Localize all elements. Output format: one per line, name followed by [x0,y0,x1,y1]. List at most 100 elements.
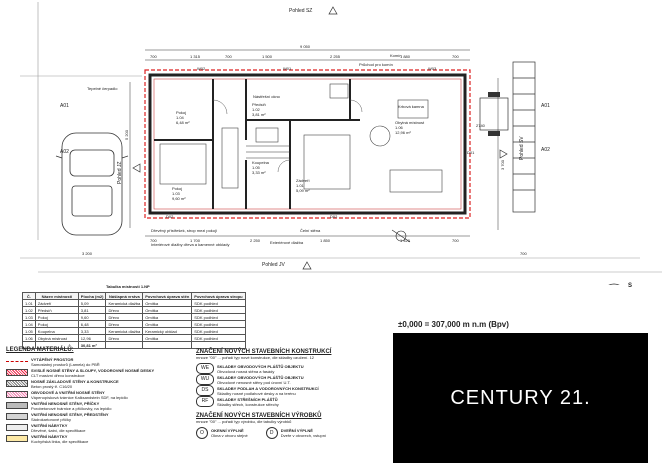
section-mark-a01-left: A01 [60,103,69,109]
table-cell: Omítka [142,313,193,321]
table-cell: Koupelna [34,327,79,335]
legend-swatch [6,424,28,431]
product-code: O [196,426,208,439]
dimension-top-2: 1 315 [190,54,201,59]
plan-note: Průchod pro komín [359,62,393,67]
table-header: Povrchová úprava stěn [142,292,193,300]
view-label-south: Pohled JV [262,262,285,268]
table-cell: Pokoj [34,320,79,328]
dimension-bottom-2: 1 700 [190,238,201,243]
dimension-bottom-right: 700 [520,251,527,256]
table-cell: Keramická dlažba [105,327,144,335]
door-label: D02 [330,214,338,219]
table-cell: Pokoj [34,313,79,321]
view-label-east: Pohled SV [519,136,525,160]
section-mark-a02-left: A02 [60,149,69,155]
table-cell: 1.03 [22,313,36,321]
legend-swatch [6,435,28,442]
room-tag-pokoj-1-03: Pokoj 1.03 9,60 m² [172,186,186,201]
table-cell: 1.06 [22,334,36,342]
plan-note: Interiérové dlažby dřeva a kamenné obkla… [151,242,230,247]
legend-item: SVISLÉ NOSNÉ STĚNY A SLOUPY, VODOROVNÉ N… [6,367,186,378]
table-cell: SDK podhled [191,327,246,335]
table-cell: 3,81 [77,306,107,314]
dimension-total: 9 050 [300,44,311,49]
legend-swatch [6,380,28,387]
elevation-reference: ±0,000 = 307,000 m n.m (Bpv) [398,320,509,329]
table-cell: 1.04 [22,320,36,328]
dimension-top-4: 1 500 [262,54,273,59]
table-cell: Keramický obklad [142,327,193,335]
table-cell: SDK podhled [191,334,246,342]
table-cell: Omítka [142,299,193,307]
table-header: Název místnosti [34,292,79,300]
construction-code: WE [196,363,214,374]
brand-logo: CENTURY 21. [450,386,591,409]
table-cell: SDK podhled [191,320,246,328]
legend-swatch [6,369,28,376]
table-header: Plocha (m2) [77,292,107,300]
table-cell: 3,33 [77,327,107,335]
table-cell: 12,96 [77,334,107,342]
table-cell: Omítka [142,320,193,328]
table-header: Č. [22,292,36,300]
table-cell: 9,60 [77,313,107,321]
window-label: W03 [428,66,437,71]
table-cell: SDK podhled [191,313,246,321]
dimension-top-1: 700 [150,54,157,59]
table-header: Povrchová úprava stropu [191,292,246,300]
table-cell: Předsíň [34,306,79,314]
construction-title: ZNAČENÍ NOVÝCH STAVEBNÍCH KONSTRUKCÍ [196,349,332,355]
table-cell: Obytná místnost [34,334,79,342]
window-label: W02 [197,66,206,71]
table-cell: Dřevo [105,334,144,342]
dimension-bottom-5: 1 420 [400,238,411,243]
table-cell: Dřevo [105,313,144,321]
construction-marking: ZNAČENÍ NOVÝCH STAVEBNÍCH KONSTRUKCÍ mno… [196,349,386,439]
product-code: D [265,426,278,439]
table-cell: SDK podhled [191,306,246,314]
products-title: ZNAČENÍ NOVÝCH STAVEBNÍCH VÝROBKŮ [196,413,322,419]
section-mark-a01-right: A01 [541,103,550,109]
table-total-row: 30,81 m² [22,341,246,349]
table-cell: Omítka [142,334,193,342]
legend-swatch [6,402,28,409]
floor-plan [20,2,662,285]
plan-note: Komín [390,53,402,58]
construction-code: WU [196,374,214,385]
dimension-right-total: 3 700 [500,159,505,170]
brand-logo-block: CENTURY 21. [393,333,648,463]
table-cell: 5,09 [77,299,107,307]
plan-note: Čelní stěna [300,228,321,233]
dimension-bottom-6: 700 [452,238,459,243]
view-label-west: Pohled JZ [117,161,123,184]
construction-code: DS [196,385,214,396]
table-cell: Dřevo [105,306,144,314]
table-cell: SDK podhled [191,299,246,307]
legend-title: LEGENDA MATERIÁLŮ: [6,347,74,353]
door-label: D02 [166,214,174,219]
door-label: D01 [467,150,475,155]
table-cell: Omítka [142,306,193,314]
dimension-top-6: 1 880 [400,54,411,59]
dimension-top-5: 2 255 [330,54,341,59]
room-tag-pokoj-1-04: Pokoj 1.04 6,48 m² [176,110,190,125]
dimension-top-3: 700 [225,54,232,59]
window-label: W01 [283,66,292,71]
legend-swatch [6,391,28,398]
dimension-bottom-1: 700 [150,238,157,243]
plan-note: Tepelné čerpadlo [87,86,118,91]
